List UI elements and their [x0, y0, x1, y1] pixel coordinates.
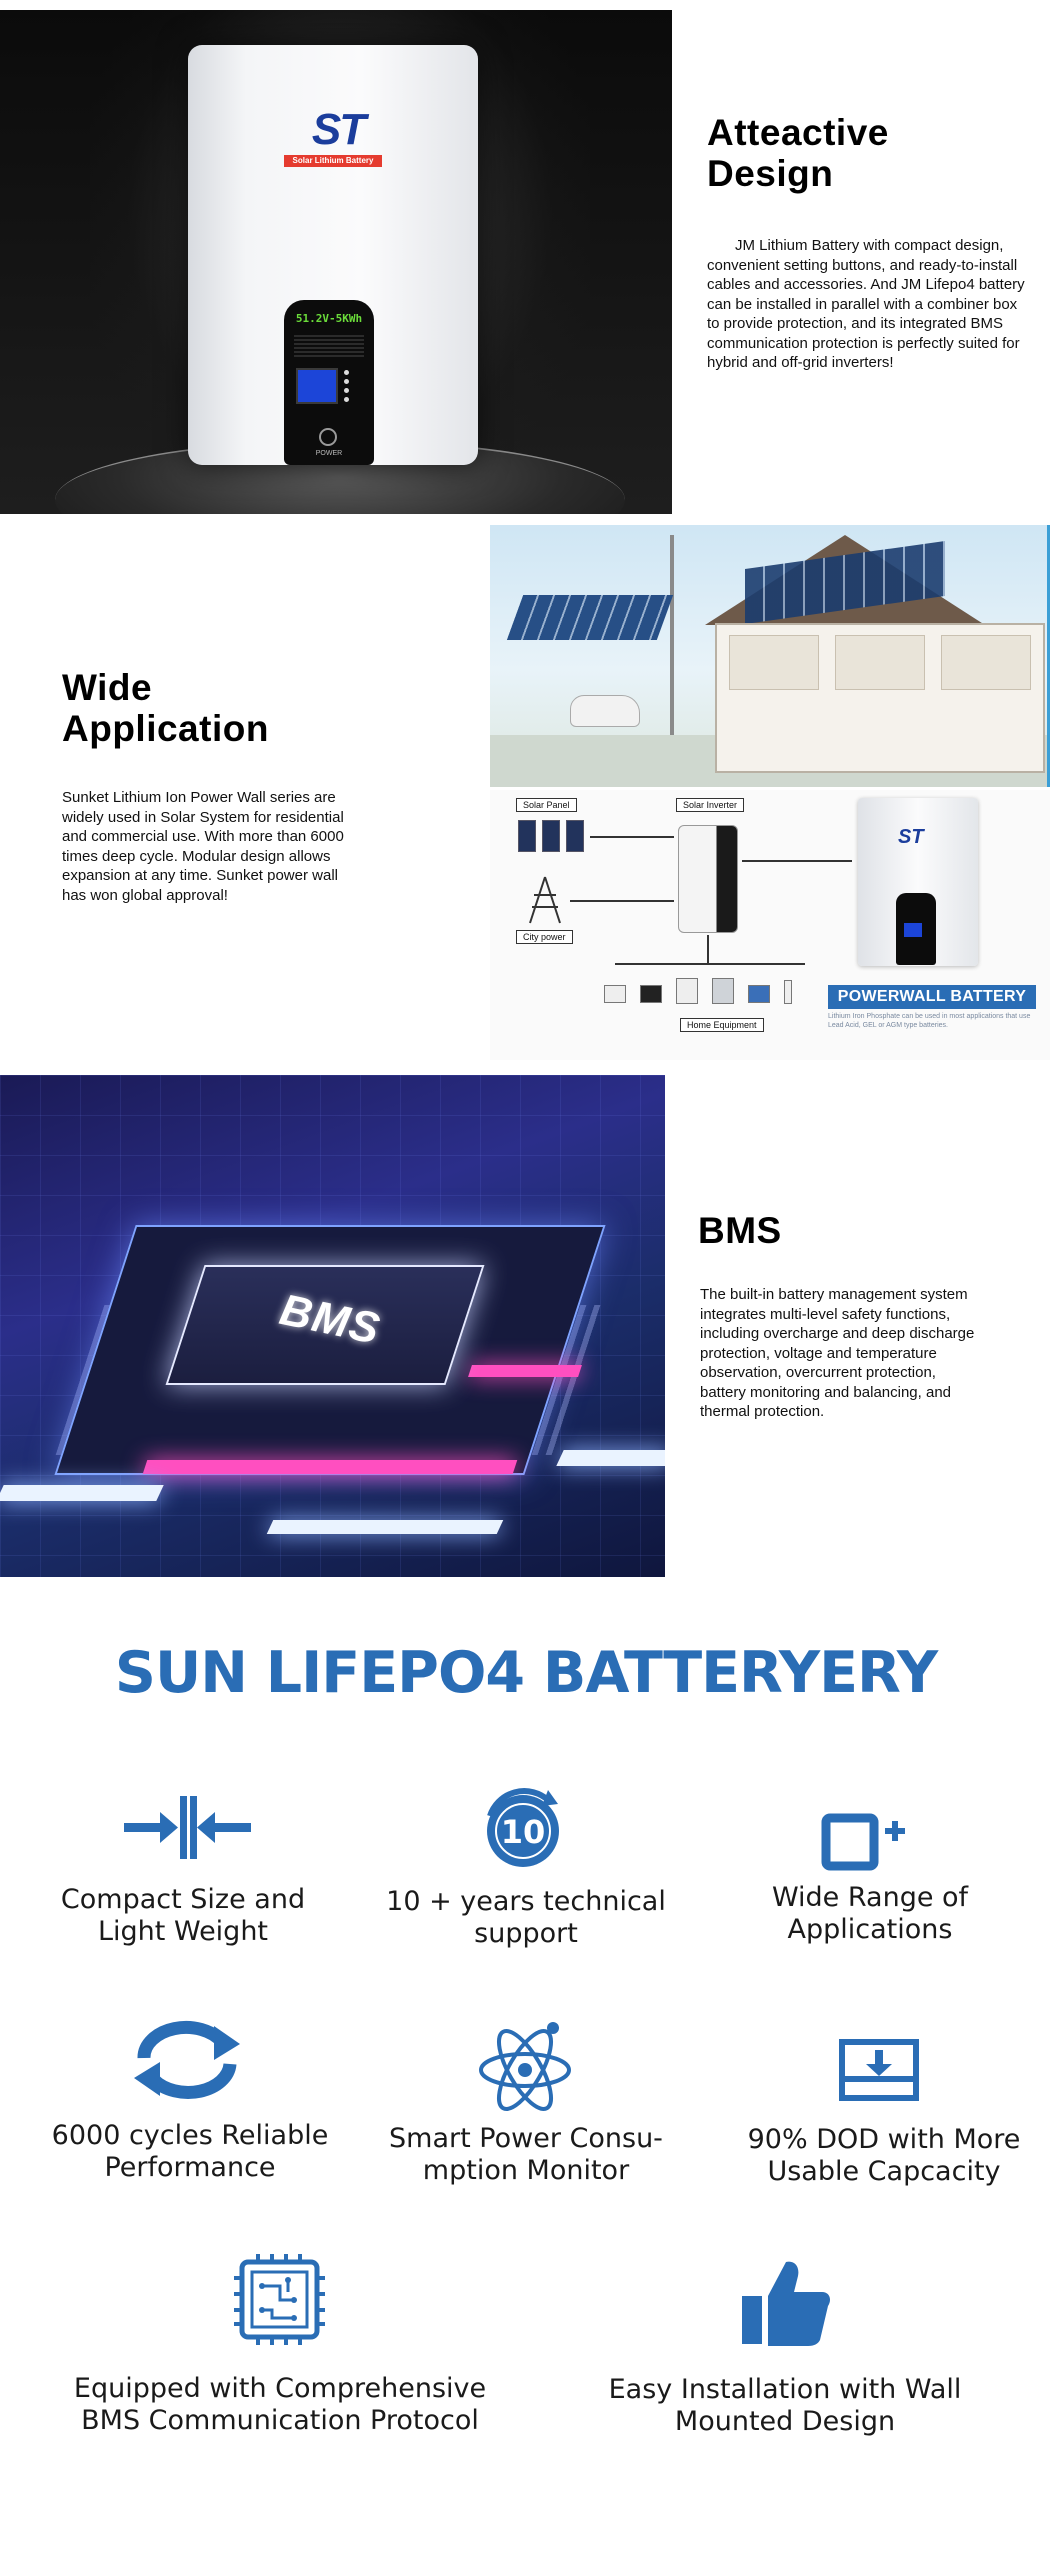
appliance-icon: [604, 985, 626, 1003]
powerwall-note: Lithium Iron Phosphate can be used in mo…: [828, 1013, 1031, 1029]
feature-label-bms-protocol: Equipped with Comprehensive BMS Communic…: [73, 2373, 487, 2436]
city-power-label: City power: [516, 930, 573, 944]
house-cutaway: [715, 623, 1045, 773]
section-body-application: Sunket Lithium Ion Power Wall series are…: [62, 789, 344, 904]
features-title: SUN LIFEPO4 BATTERYERY: [114, 1640, 938, 1706]
bms-chip-image: BMS: [0, 1075, 665, 1577]
feature-label-installation: Easy Installation with Wall Mounted Desi…: [608, 2374, 962, 2437]
download-box-icon: [839, 2039, 919, 2101]
home-equipment-label: Home Equipment: [680, 1018, 764, 1032]
battery-control-panel: 51.2V-5KWh POWER: [284, 300, 374, 465]
street-light: [670, 535, 674, 735]
cycle-arrows-icon: [134, 2020, 240, 2099]
solar-panel-icon: [566, 820, 584, 852]
solar-panel-label: Solar Panel: [516, 798, 577, 812]
solar-inverter-label: Solar Inverter: [676, 798, 745, 812]
solar-panel-icon: [518, 820, 536, 852]
appliance-icon: [748, 985, 770, 1003]
powerwall-battery-banner: POWERWALL BATTERY: [828, 985, 1036, 1009]
appliance-icon: [712, 978, 734, 1004]
electric-car: [570, 695, 640, 727]
appliance-icon: [640, 985, 662, 1003]
brand-logo: ST: [898, 826, 924, 848]
vent-grille: [294, 335, 364, 357]
feature-label-cycles: 6000 cycles Reliable Performance: [51, 2120, 329, 2183]
power-label: POWER: [315, 450, 343, 457]
compress-arrows-icon: [124, 1796, 251, 1859]
section-body-bms: The built-in battery management system i…: [700, 1286, 975, 1420]
power-tower-icon: [529, 876, 561, 924]
section-title-bms: BMS: [698, 1210, 782, 1251]
wall-battery-unit: ST Solar Lithium Battery 51.2V-5KWh POWE…: [188, 45, 478, 465]
power-button-icon: [319, 428, 337, 446]
status-leds: [344, 370, 362, 404]
solar-home-illustration: [490, 525, 1050, 787]
section-title-design: Atteactive Design: [707, 112, 889, 194]
battery-product-image: ST Solar Lithium Battery 51.2V-5KWh POWE…: [0, 10, 672, 514]
feature-label-support: 10 + years technical support: [386, 1886, 666, 1949]
section-body-design: JM Lithium Battery with compact design, …: [707, 237, 1025, 371]
solar-carport: [506, 595, 674, 640]
ten-years-badge-text: 10: [501, 1813, 546, 1851]
feature-label-monitor: Smart Power Consu- mption Monitor: [389, 2123, 663, 2186]
battery-capacity-label: 51.2V-5KWh: [295, 312, 363, 325]
feature-label-dod: 90% DOD with More Usable Capcacity: [747, 2124, 1021, 2187]
section-title-application: Wide Application: [62, 667, 269, 749]
appliance-icon: [784, 980, 792, 1004]
powerwall-battery-image: ST: [858, 798, 978, 966]
circuit-chip-icon: [234, 2254, 325, 2345]
brand-logo-subtitle: Solar Lithium Battery: [284, 155, 382, 167]
brand-logo: ST: [311, 105, 366, 154]
lcd-display: [296, 368, 338, 404]
feature-label-compact: Compact Size and Light Weight: [60, 1884, 306, 1947]
solar-panel-icon: [542, 820, 560, 852]
ten-years-badge-icon: 10: [487, 1788, 559, 1867]
atom-icon: [479, 2022, 571, 2111]
inverter-icon: [678, 825, 738, 933]
feature-label-applications: Wide Range of Applications: [771, 1882, 969, 1945]
thumbs-up-icon: [742, 2261, 830, 2346]
square-plus-icon: [821, 1813, 905, 1871]
system-wiring-diagram: Solar Panel Solar Inverter City power Ho…: [490, 790, 1050, 1060]
appliance-icon: [676, 978, 698, 1004]
